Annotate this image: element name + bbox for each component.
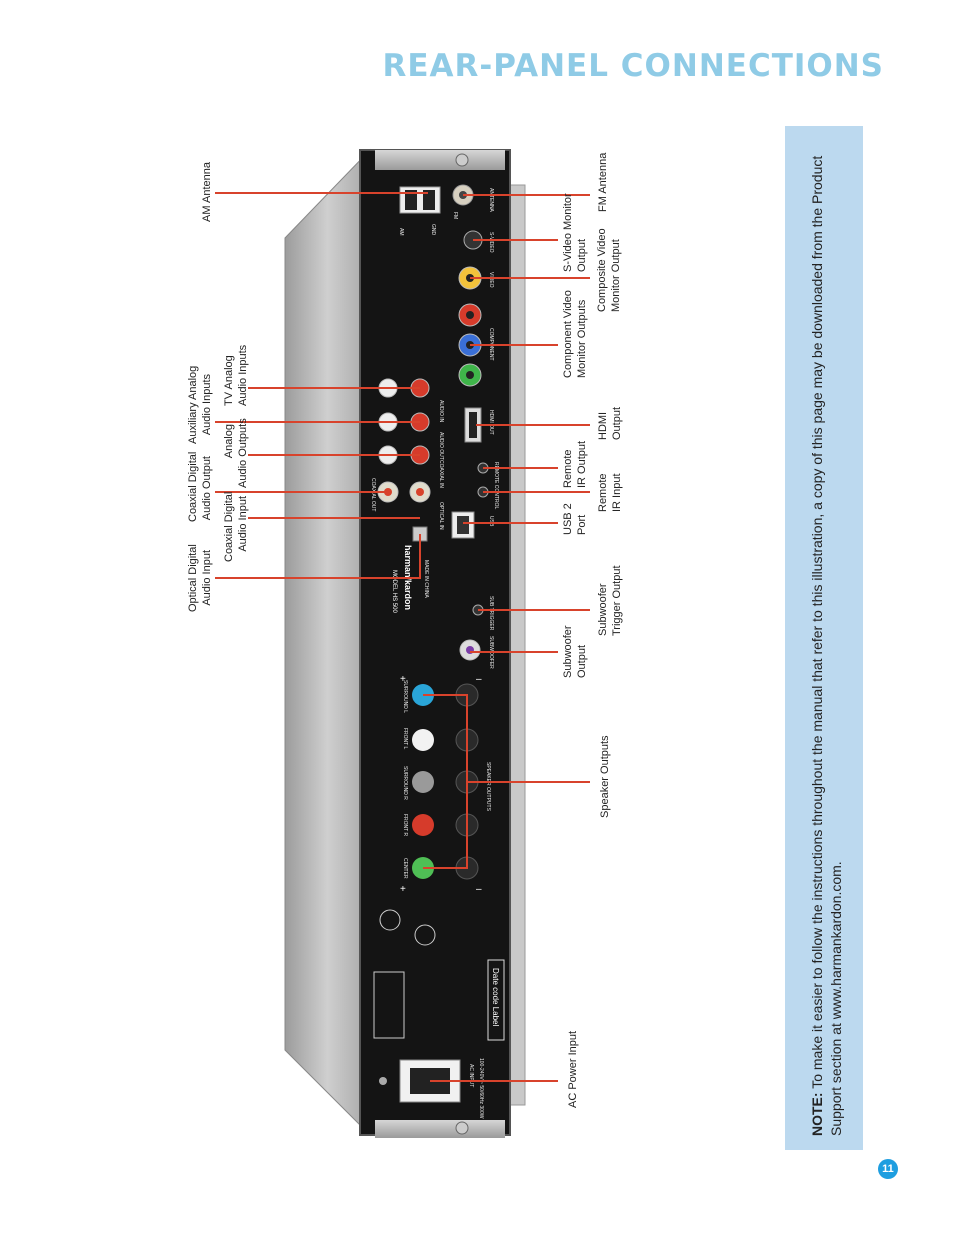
- panel-label-svideo: S-VIDEO: [488, 232, 494, 253]
- label-usb-line1: USB 2: [561, 507, 575, 535]
- label-speaker-outputs: Speaker Outputs: [598, 746, 612, 818]
- label-analog-out-line2: Audio Outputs: [236, 424, 250, 488]
- label-composite-line2: Monitor Output: [609, 236, 623, 312]
- label-coax-in: Coaxial Digital Audio Input: [222, 496, 250, 562]
- label-optical-line2: Audio Input: [200, 550, 214, 612]
- label-analog-out: Analog Audio Outputs: [222, 424, 250, 488]
- panel-top-flange: [375, 150, 505, 170]
- label-remote-out-line1: Remote: [561, 446, 575, 488]
- panel-label-surround-r: SURROUND R: [402, 766, 408, 800]
- label-optical-line1: Optical Digital: [186, 550, 200, 612]
- panel-label-antenna: ANTENNA: [488, 188, 494, 213]
- label-sub-trigger-line1: Subwoofer: [596, 570, 610, 636]
- panel-label-remote: REMOTE CONTROL: [493, 462, 499, 509]
- screw-icon: [379, 1077, 387, 1085]
- label-component-line2: Monitor Outputs: [575, 300, 589, 378]
- label-sub-trigger-line2: Trigger Output: [610, 570, 624, 636]
- screw-icon: [456, 1122, 468, 1134]
- chassis-top: [285, 150, 370, 1135]
- panel-label-optical: OPTICAL IN: [438, 502, 444, 530]
- label-subwoofer-output: Subwoofer Output: [561, 628, 589, 678]
- label-remote-in-line2: IR Input: [610, 472, 624, 512]
- label-tv-analog-line2: Audio Inputs: [236, 360, 250, 406]
- label-ac-power: AC Power Input: [566, 1038, 580, 1108]
- panel-made-in: MADE IN CHINA: [423, 560, 429, 598]
- panel-label-front-l: FRONT L: [402, 728, 408, 750]
- screw-icon: [456, 154, 468, 166]
- label-am-antenna-line1: AM Antenna: [200, 162, 214, 222]
- label-remote-ir-input: Remote IR Input: [596, 472, 624, 512]
- panel-label-ac-input: AC INPUT: [468, 1064, 474, 1087]
- label-sub-out-line2: Output: [575, 628, 589, 678]
- label-optical-in: Optical Digital Audio Input: [186, 550, 214, 612]
- label-aux-analog-line2: Audio Inputs: [200, 374, 214, 444]
- label-speaker-line1: Speaker Outputs: [598, 746, 612, 818]
- label-component-line1: Component Video: [561, 300, 575, 378]
- label-coax-out-line1: Coaxial Digital: [186, 456, 200, 522]
- panel-label-audio-in: AUDIO IN: [438, 400, 444, 423]
- label-fm-antenna-line1: FM Antenna: [596, 152, 610, 212]
- panel-bottom-flange: [375, 1120, 505, 1138]
- label-s-video-line1: S-Video Monitor: [561, 202, 575, 272]
- speaker-post-front-l-plus: [412, 729, 434, 751]
- panel-label-center: CENTER: [402, 858, 408, 879]
- label-fm-antenna: FM Antenna: [596, 152, 610, 212]
- label-s-video-line2: Output: [575, 202, 589, 272]
- panel-label-usb: USB: [488, 516, 494, 527]
- panel-label-ac-rating: 100-240V ~ 50/60Hz 300W: [478, 1058, 484, 1119]
- panel-model: MODEL HS 500: [391, 570, 397, 613]
- label-composite-line1: Composite Video: [595, 236, 609, 312]
- label-analog-out-line1: Analog: [222, 424, 236, 488]
- panel-label-front-r: FRONT R: [402, 814, 408, 837]
- panel-minus-bottom: –: [476, 884, 482, 895]
- panel-label-video: VIDEO: [488, 272, 494, 288]
- label-ac-power-line1: AC Power Input: [566, 1038, 580, 1108]
- label-hdmi-line2: Output: [610, 406, 624, 440]
- label-remote-ir-output: Remote IR Output: [561, 446, 589, 488]
- panel-label-speaker-outputs: SPEAKER OUTPUTS: [485, 762, 491, 812]
- panel-label-am: AM: [398, 228, 404, 236]
- label-tv-analog: TV Analog Audio Inputs: [222, 360, 250, 406]
- panel-label-hdmi: HDMI OUT: [488, 410, 494, 435]
- label-composite-video: Composite Video Monitor Output: [595, 236, 623, 312]
- label-remote-in-line1: Remote: [596, 472, 610, 512]
- label-coax-in-line1: Coaxial Digital: [222, 496, 236, 562]
- label-hdmi: HDMI Output: [596, 406, 624, 440]
- speaker-post-surround-r-plus: [412, 771, 434, 793]
- label-coax-out-line2: Audio Output: [200, 456, 214, 522]
- label-coax-out: Coaxial Digital Audio Output: [186, 456, 214, 522]
- label-coax-in-line2: Audio Input: [236, 496, 250, 562]
- label-aux-analog-line1: Auxiliary Analog: [186, 374, 200, 444]
- panel-plus-top: +: [400, 674, 406, 685]
- label-usb: USB 2 Port: [561, 507, 589, 535]
- panel-label-sub-trigger: SUB TRIGGER: [488, 596, 494, 631]
- label-sub-out-line1: Subwoofer: [561, 628, 575, 678]
- panel-label-audio-out: AUDIO OUT: [438, 432, 444, 460]
- speaker-post-front-r-plus: [412, 814, 434, 836]
- panel-label-coax-in: COAXIAL IN: [438, 460, 444, 488]
- label-am-antenna: AM Antenna: [200, 162, 214, 222]
- panel-plus-bottom: +: [400, 884, 406, 895]
- label-aux-analog: Auxiliary Analog Audio Inputs: [186, 374, 214, 444]
- panel-label-coax-out: COAXIAL OUT: [370, 478, 376, 511]
- panel-minus-top: –: [476, 674, 482, 685]
- label-s-video: S-Video Monitor Output: [561, 202, 589, 272]
- label-component-video: Component Video Monitor Outputs: [561, 300, 589, 378]
- panel-date-code: Date code Label: [491, 968, 500, 1026]
- label-sub-trigger: Subwoofer Trigger Output: [596, 570, 624, 636]
- panel-label-gnd: GND: [430, 224, 436, 236]
- panel-label-fm: FM: [452, 212, 458, 219]
- label-usb-line2: Port: [575, 507, 589, 535]
- label-hdmi-line1: HDMI: [596, 406, 610, 440]
- label-remote-out-line2: IR Output: [575, 446, 589, 488]
- label-tv-analog-line1: TV Analog: [222, 360, 236, 406]
